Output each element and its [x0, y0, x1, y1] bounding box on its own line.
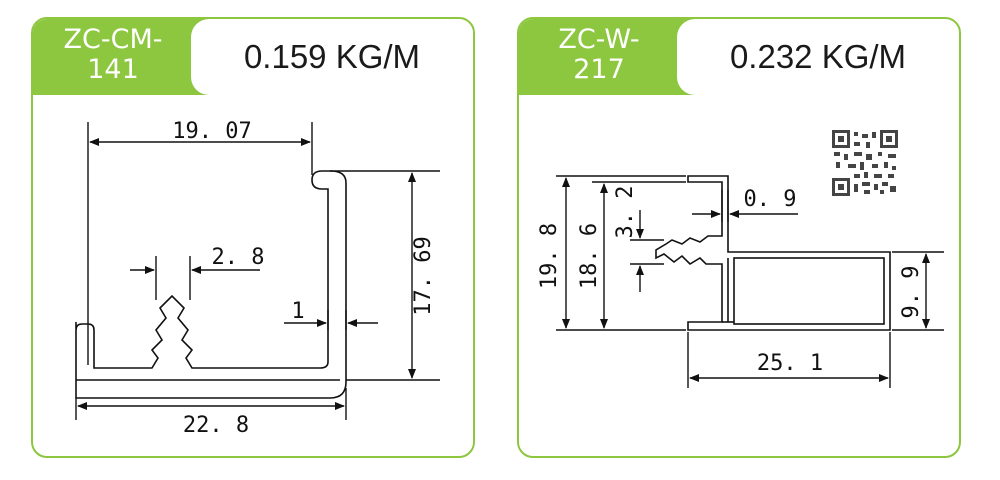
profile-hollow [733, 257, 885, 325]
profile-weight: 0.232 KG/M [677, 19, 959, 95]
profile-outline [75, 170, 347, 399]
qr-code-icon [832, 130, 898, 196]
dim-height: 17. 69 [411, 236, 436, 315]
dim-top-width: 19. 07 [172, 119, 251, 144]
dimensions-zc-cm-141 [75, 122, 440, 420]
dim-inner-height: 18. 6 [577, 223, 602, 289]
profile-code-line2: 141 [87, 54, 139, 85]
dimension-labels-zc-cm-141: 19. 07 17. 69 2. 8 1 22. 8 [172, 119, 436, 438]
card-header: ZC-W- 217 0.232 KG/M [519, 19, 959, 95]
dim-bottom-width: 22. 8 [183, 413, 249, 438]
profile-code-line1: ZC-CM- [63, 24, 163, 55]
card-header: ZC-CM- 141 0.159 KG/M [33, 19, 473, 95]
dim-wall: 0. 9 [744, 187, 797, 212]
profile-card-zc-w-217: ZC-W- 217 0.232 KG/M [517, 17, 961, 458]
profile-code-line1: ZC-W- [558, 24, 640, 55]
dim-width: 25. 1 [757, 351, 823, 376]
dim-slot: 2. 8 [212, 245, 265, 270]
profile-code-line2: 217 [573, 54, 625, 85]
dim-right-height: 9. 9 [899, 266, 924, 319]
profile-weight: 0.159 KG/M [191, 19, 473, 95]
dim-lip: 1 [291, 299, 304, 324]
dim-outer-height: 19. 8 [537, 223, 562, 289]
dimensions-zc-w-217 [556, 175, 944, 388]
profile-drawing-zc-cm-141 [75, 170, 347, 399]
profile-code: ZC-CM- 141 [33, 19, 193, 95]
dimension-labels-zc-w-217: 19. 8 18. 6 3. 2 0. 9 9. 9 25. 1 [537, 186, 924, 376]
profile-outline [655, 175, 891, 331]
profile-card-zc-cm-141: ZC-CM- 141 0.159 KG/M [31, 17, 475, 458]
profile-code: ZC-W- 217 [519, 19, 679, 95]
profile-drawing-zc-w-217 [655, 175, 891, 331]
dim-slot: 3. 2 [613, 186, 638, 239]
